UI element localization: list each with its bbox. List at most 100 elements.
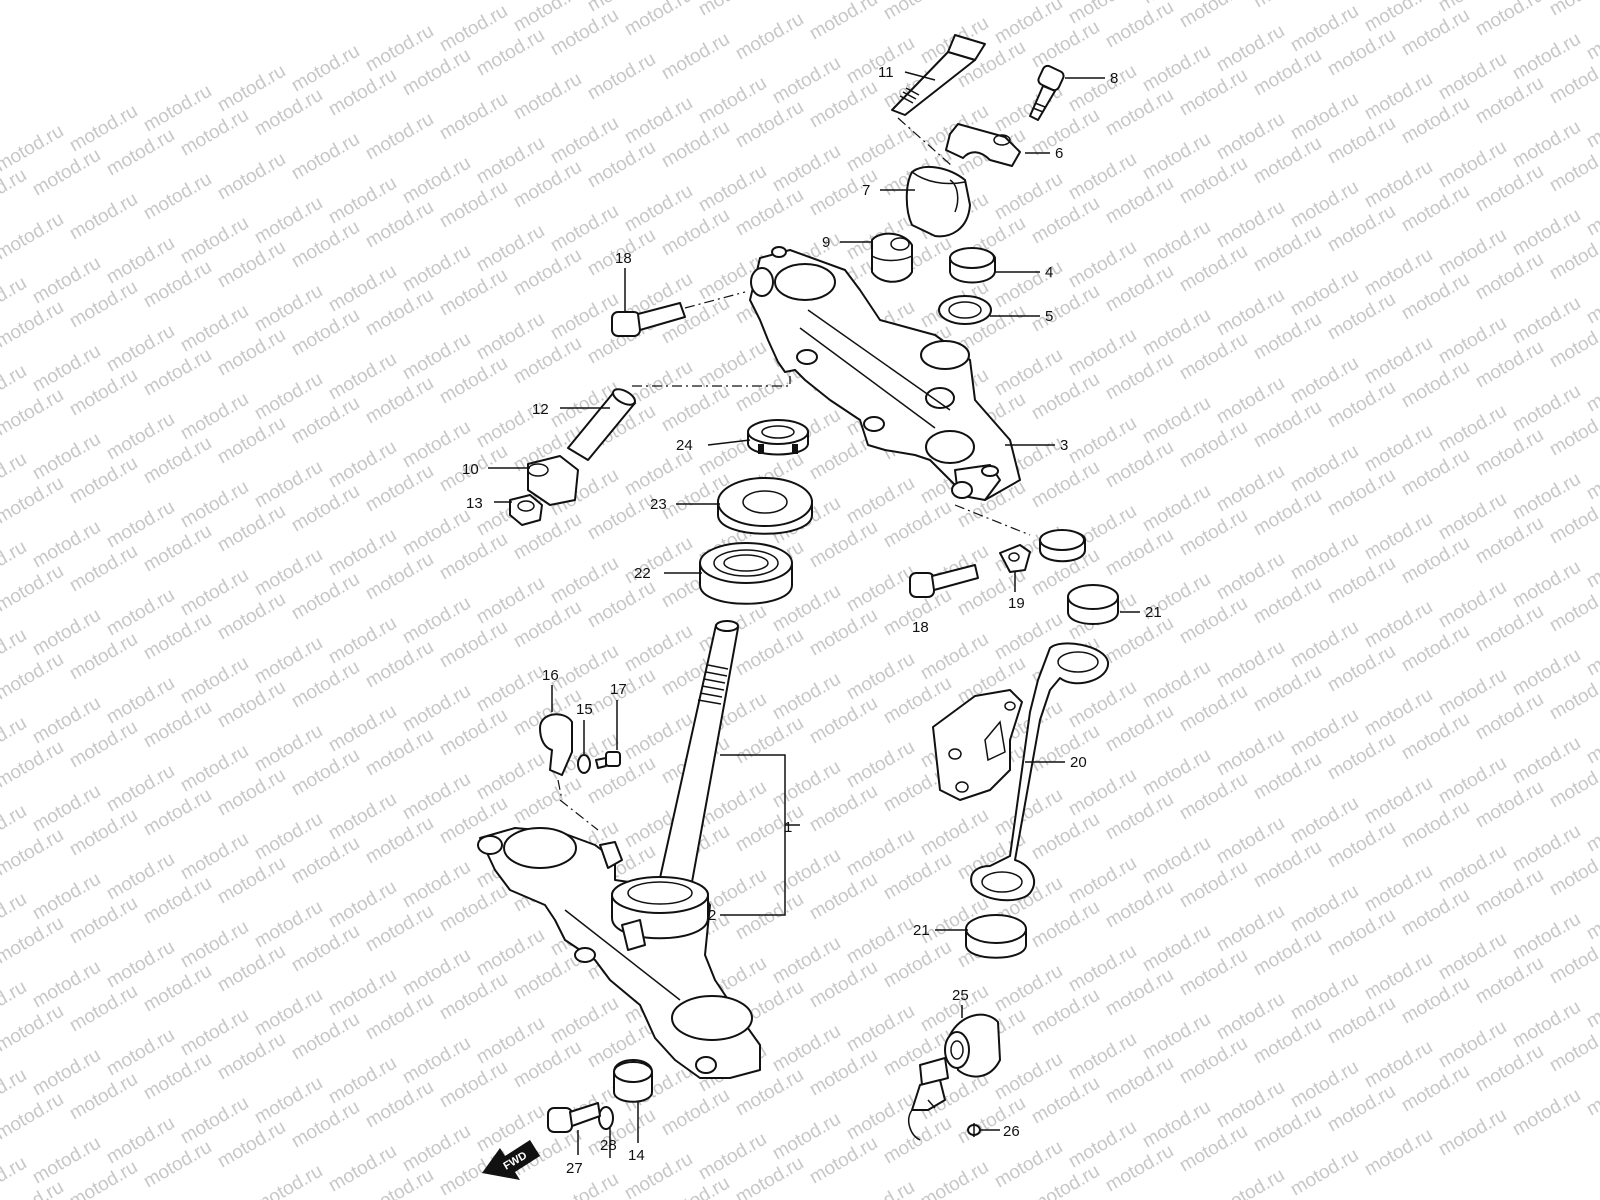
part-23-dust-seal	[717, 477, 813, 535]
watermark-text: motod.ru	[954, 0, 1029, 4]
watermark-text: motod.ru	[0, 825, 67, 881]
watermark-text: motod.ru	[1250, 0, 1325, 12]
label-11: 11	[878, 64, 894, 81]
part-11-bolt	[891, 34, 986, 167]
label-12: 12	[532, 401, 549, 418]
label-7: 7	[862, 182, 870, 199]
label-19: 19	[1008, 595, 1025, 612]
part-7-holder	[905, 165, 971, 238]
watermark-text: motod.ru	[1287, 1145, 1362, 1200]
watermark-text: motod.ru	[1509, 1085, 1584, 1141]
leader-lines	[488, 71, 1140, 1158]
part-24-locknut	[747, 419, 809, 456]
watermark-text: motod.ru	[436, 89, 511, 145]
watermark-text: motod.ru	[1583, 1065, 1600, 1121]
label-2: 2	[708, 907, 716, 924]
part-26-screw	[967, 1123, 981, 1137]
watermark-text: motod.ru	[1583, 97, 1600, 153]
part-21-grommet-upper-b	[1039, 529, 1086, 563]
label-4: 4	[1045, 264, 1053, 281]
watermark-text: motod.ru	[1102, 0, 1177, 52]
watermark-text: motod.ru	[1583, 713, 1600, 769]
label-10: 10	[462, 461, 479, 478]
part-8-bolt	[1029, 64, 1065, 121]
part-18-bolt-lower	[909, 564, 979, 598]
watermark-text: motod.ru	[0, 165, 30, 221]
part-16-stopper	[539, 713, 573, 801]
watermark-text: motod.ru	[0, 649, 67, 705]
part-5-washer	[938, 295, 992, 325]
watermark-text: motod.ru	[0, 561, 67, 617]
part-22-bearing	[699, 542, 793, 605]
part-27-bolt	[547, 1102, 601, 1133]
part-18-bolt-upper	[611, 291, 746, 337]
watermark-text: motod.ru	[0, 385, 67, 441]
watermark-text: motod.ru	[732, 9, 807, 65]
watermark-text: motod.ru	[1583, 625, 1600, 681]
watermark-text: motod.ru	[1176, 0, 1251, 32]
label-24: 24	[676, 437, 693, 454]
part-4-cap	[949, 247, 996, 284]
watermark-text: motod.ru	[695, 0, 770, 20]
part-21-grommet-upper	[1067, 584, 1119, 625]
watermark-text: motod.ru	[1472, 0, 1547, 40]
part-13-nut	[509, 494, 543, 526]
watermark-text: motod.ru	[0, 473, 67, 529]
label-13: 13	[466, 495, 483, 512]
watermark-text: motod.ru	[140, 169, 215, 225]
part-15-washer	[577, 754, 591, 774]
watermark-text: motod.ru	[1583, 537, 1600, 593]
part-20-bracket	[932, 642, 1109, 902]
watermark-text: motod.ru	[510, 69, 585, 125]
watermark-text: motod.ru	[0, 1089, 67, 1145]
part-3-upper-bracket	[749, 246, 1021, 501]
label-17: 17	[610, 681, 627, 698]
watermark-text: motod.ru	[547, 1169, 622, 1200]
fwd-arrow-icon: FWD	[482, 1140, 540, 1180]
watermark-text: motod.ru	[1361, 1125, 1436, 1181]
label-26: 26	[1003, 1123, 1020, 1140]
label-5: 5	[1045, 308, 1053, 325]
watermark-text: motod.ru	[0, 297, 67, 353]
watermark-text: motod.ru	[621, 0, 696, 40]
watermark-text: motod.ru	[1435, 1105, 1510, 1161]
watermark-text: motod.ru	[1583, 9, 1600, 65]
label-9: 9	[822, 234, 830, 251]
watermark-text: motod.ru	[0, 209, 67, 265]
label-15: 15	[576, 701, 593, 718]
label-25: 25	[952, 987, 969, 1004]
label-21-lower: 21	[913, 922, 930, 939]
part-28-washer	[598, 1106, 614, 1130]
part-17-screw	[595, 751, 621, 769]
watermark-text: motod.ru	[1583, 273, 1600, 329]
watermark-text: motod.ru	[584, 49, 659, 105]
label-16: 16	[542, 667, 559, 684]
label-22: 22	[634, 565, 651, 582]
watermark-text: motod.ru	[1583, 361, 1600, 417]
part-12-pipe	[567, 376, 791, 461]
watermark-text: motod.ru	[362, 109, 437, 165]
watermark-text: motod.ru	[0, 913, 67, 969]
watermark-text: motod.ru	[1213, 1165, 1288, 1200]
watermark-text: motod.ru	[0, 737, 67, 793]
part-19-clamp	[954, 504, 1031, 573]
watermark-text: motod.ru	[1583, 449, 1600, 505]
label-3: 3	[1060, 437, 1068, 454]
watermark-text: motod.ru	[880, 0, 955, 24]
label-23: 23	[650, 496, 667, 513]
part-10-damper	[527, 455, 579, 506]
watermark-text: motod.ru	[1583, 889, 1600, 945]
label-8: 8	[1110, 70, 1118, 87]
label-6: 6	[1055, 145, 1063, 162]
watermark-text: motod.ru	[1546, 0, 1600, 20]
label-28: 28	[600, 1137, 617, 1154]
watermark-text: motod.ru	[658, 29, 733, 85]
part-14-grommet	[613, 1059, 653, 1103]
part-25-ignition-switch	[908, 1013, 1001, 1141]
part-2-lower-bracket	[477, 799, 761, 1079]
label-21-upper: 21	[1145, 604, 1162, 621]
part-6-holder-cap	[945, 123, 1021, 167]
watermark-text: motod.ru	[1583, 185, 1600, 241]
